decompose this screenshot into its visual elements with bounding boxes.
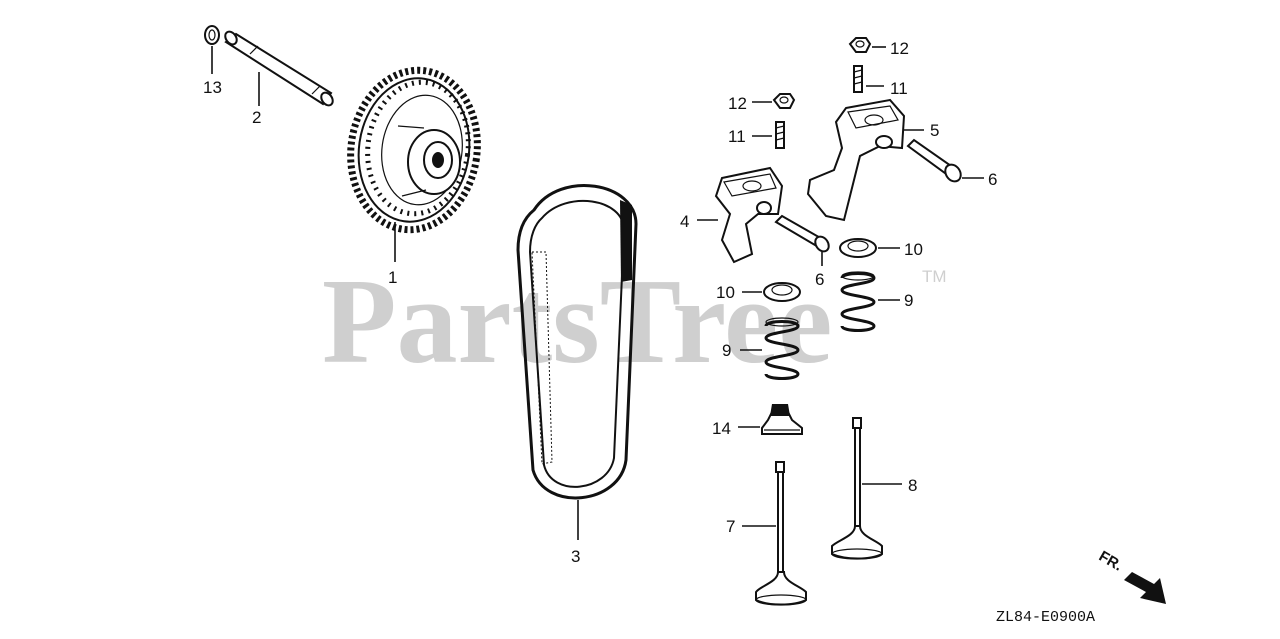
callout-14: 14 xyxy=(712,419,731,438)
part-10-spring-retainer-left[interactable] xyxy=(763,282,801,302)
front-direction-arrow: FR. xyxy=(1096,548,1166,604)
callout-6-upper: 6 xyxy=(988,170,997,189)
callout-7: 7 xyxy=(726,517,735,536)
callout-6-lower: 6 xyxy=(815,270,824,289)
part-2-shaft[interactable] xyxy=(223,29,335,107)
part-7-valve[interactable] xyxy=(755,461,807,606)
callout-9-right: 9 xyxy=(904,291,913,310)
part-10-spring-retainer-right[interactable] xyxy=(839,238,877,258)
part-4-rocker-arm[interactable] xyxy=(714,166,784,264)
callout-2: 2 xyxy=(252,108,261,127)
callout-11-lower: 11 xyxy=(728,127,746,146)
part-6-rocker-pin-lower[interactable] xyxy=(774,214,832,254)
callout-4: 4 xyxy=(680,212,689,231)
callout-5: 5 xyxy=(930,121,939,140)
callout-9-left: 9 xyxy=(722,341,731,360)
part-12-nut-upper[interactable] xyxy=(848,37,872,53)
callout-10-right: 10 xyxy=(904,240,923,259)
part-8-valve[interactable] xyxy=(831,417,883,560)
callout-12-upper: 12 xyxy=(890,39,909,58)
part-3-timing-belt[interactable] xyxy=(516,184,638,500)
part-9-valve-spring-right[interactable] xyxy=(840,271,876,332)
part-14-valve-stem-seal[interactable] xyxy=(761,404,803,435)
part-13-circlip[interactable] xyxy=(204,25,220,45)
part-1-timing-pulley[interactable] xyxy=(340,62,487,238)
part-5-rocker-arm[interactable] xyxy=(806,98,906,222)
watermark-trademark: TM xyxy=(922,267,947,286)
direction-label: FR. xyxy=(1096,548,1125,575)
part-12-nut-lower[interactable] xyxy=(772,93,796,109)
callout-11-upper: 11 xyxy=(890,79,908,98)
callout-12-lower: 12 xyxy=(728,94,747,113)
callout-10-left: 10 xyxy=(716,283,735,302)
callout-13: 13 xyxy=(203,78,222,97)
part-11-stud-upper[interactable] xyxy=(853,65,863,93)
watermark-text: PartsTree xyxy=(322,254,832,389)
callout-8: 8 xyxy=(908,476,917,495)
callout-1: 1 xyxy=(388,268,397,287)
diagram-code: ZL84-E0900A xyxy=(996,609,1095,626)
part-9-valve-spring-left[interactable] xyxy=(764,317,800,380)
part-6-rocker-pin-upper[interactable] xyxy=(906,138,964,184)
callout-3: 3 xyxy=(571,547,580,566)
part-11-stud-lower[interactable] xyxy=(775,121,785,149)
